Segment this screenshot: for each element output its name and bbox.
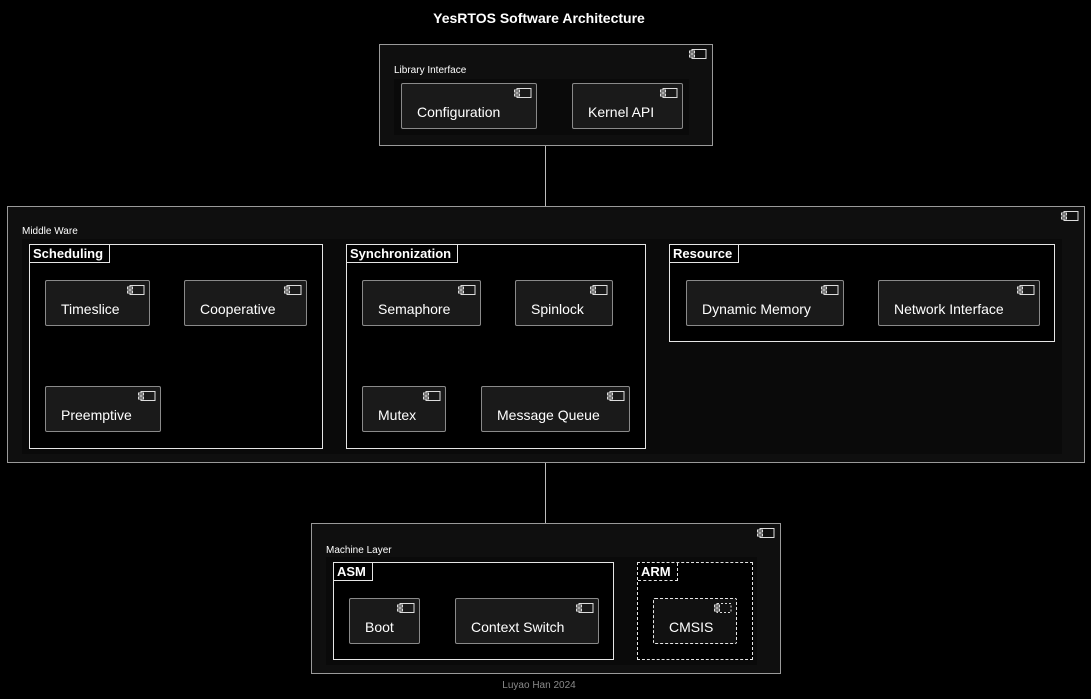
node-label: Timeslice [61, 301, 120, 317]
node-label: Boot [365, 619, 394, 635]
middleware-label: Middle Ware [22, 226, 78, 237]
package-resource[interactable]: Resource Dynamic Memory Network Interfac… [669, 244, 1055, 342]
node-timeslice[interactable]: Timeslice [45, 280, 150, 326]
component-icon [1017, 285, 1035, 295]
node-semaphore[interactable]: Semaphore [362, 280, 481, 326]
middleware-component[interactable]: Middle Ware Scheduling Timeslice Coopera… [7, 206, 1085, 463]
package-tab-resource: Resource [670, 245, 740, 263]
package-tab-scheduling: Scheduling [30, 245, 111, 263]
machine-layer-component[interactable]: Machine Layer ASM Boot Context Switch AR… [311, 523, 781, 674]
package-tab-arm: ARM [638, 563, 678, 581]
node-label: Preemptive [61, 407, 132, 423]
node-network-interface[interactable]: Network Interface [878, 280, 1040, 326]
node-label: Mutex [378, 407, 417, 423]
node-mutex[interactable]: Mutex [362, 386, 446, 432]
node-preemptive[interactable]: Preemptive [45, 386, 161, 432]
component-icon [284, 285, 302, 295]
package-tab-asm: ASM [334, 563, 373, 581]
node-configuration[interactable]: Configuration [401, 83, 537, 129]
component-icon [576, 603, 594, 613]
node-label: Semaphore [378, 301, 451, 317]
node-label: Cooperative [200, 301, 276, 317]
package-arm[interactable]: ARM CMSIS [637, 562, 753, 660]
node-label: Message Queue [497, 407, 600, 423]
node-dynamic-memory[interactable]: Dynamic Memory [686, 280, 844, 326]
component-icon [397, 603, 415, 613]
component-icon [757, 528, 775, 538]
library-interface-label: Library Interface [394, 65, 467, 76]
component-icon [1061, 211, 1079, 221]
footer-credit: Luyao Han 2024 [502, 680, 576, 691]
node-label: Kernel API [588, 104, 655, 120]
node-boot[interactable]: Boot [349, 598, 420, 644]
node-label: Dynamic Memory [702, 301, 811, 317]
component-icon [514, 88, 532, 98]
component-icon [660, 88, 678, 98]
node-spinlock[interactable]: Spinlock [515, 280, 613, 326]
package-tab-synchronization: Synchronization [347, 245, 459, 263]
component-icon [689, 49, 707, 59]
package-asm[interactable]: ASM Boot Context Switch [333, 562, 614, 660]
node-message-queue[interactable]: Message Queue [481, 386, 630, 432]
package-scheduling[interactable]: Scheduling Timeslice Cooperative Preempt… [29, 244, 323, 449]
node-context-switch[interactable]: Context Switch [455, 598, 599, 644]
diagram-title: YesRTOS Software Architecture [433, 10, 645, 26]
node-label: Context Switch [471, 619, 565, 635]
node-label: CMSIS [669, 619, 714, 635]
node-kernel-api[interactable]: Kernel API [572, 83, 683, 129]
component-icon [607, 391, 625, 401]
connector-library-middleware [545, 146, 546, 206]
node-cmsis[interactable]: CMSIS [653, 598, 737, 644]
component-icon [127, 285, 145, 295]
node-label: Network Interface [894, 301, 1004, 317]
library-interface-component[interactable]: Library Interface Configuration Kernel A… [379, 44, 713, 146]
node-cooperative[interactable]: Cooperative [184, 280, 307, 326]
connector-middleware-machine [545, 463, 546, 523]
component-icon [423, 391, 441, 401]
component-icon [590, 285, 608, 295]
node-label: Spinlock [531, 301, 584, 317]
node-label: Configuration [417, 104, 501, 120]
machine-layer-label: Machine Layer [326, 545, 392, 556]
component-icon [138, 391, 156, 401]
component-icon [821, 285, 839, 295]
component-icon [458, 285, 476, 295]
package-synchronization[interactable]: Synchronization Semaphore Spinlock Mutex… [346, 244, 646, 449]
component-icon [714, 603, 732, 613]
